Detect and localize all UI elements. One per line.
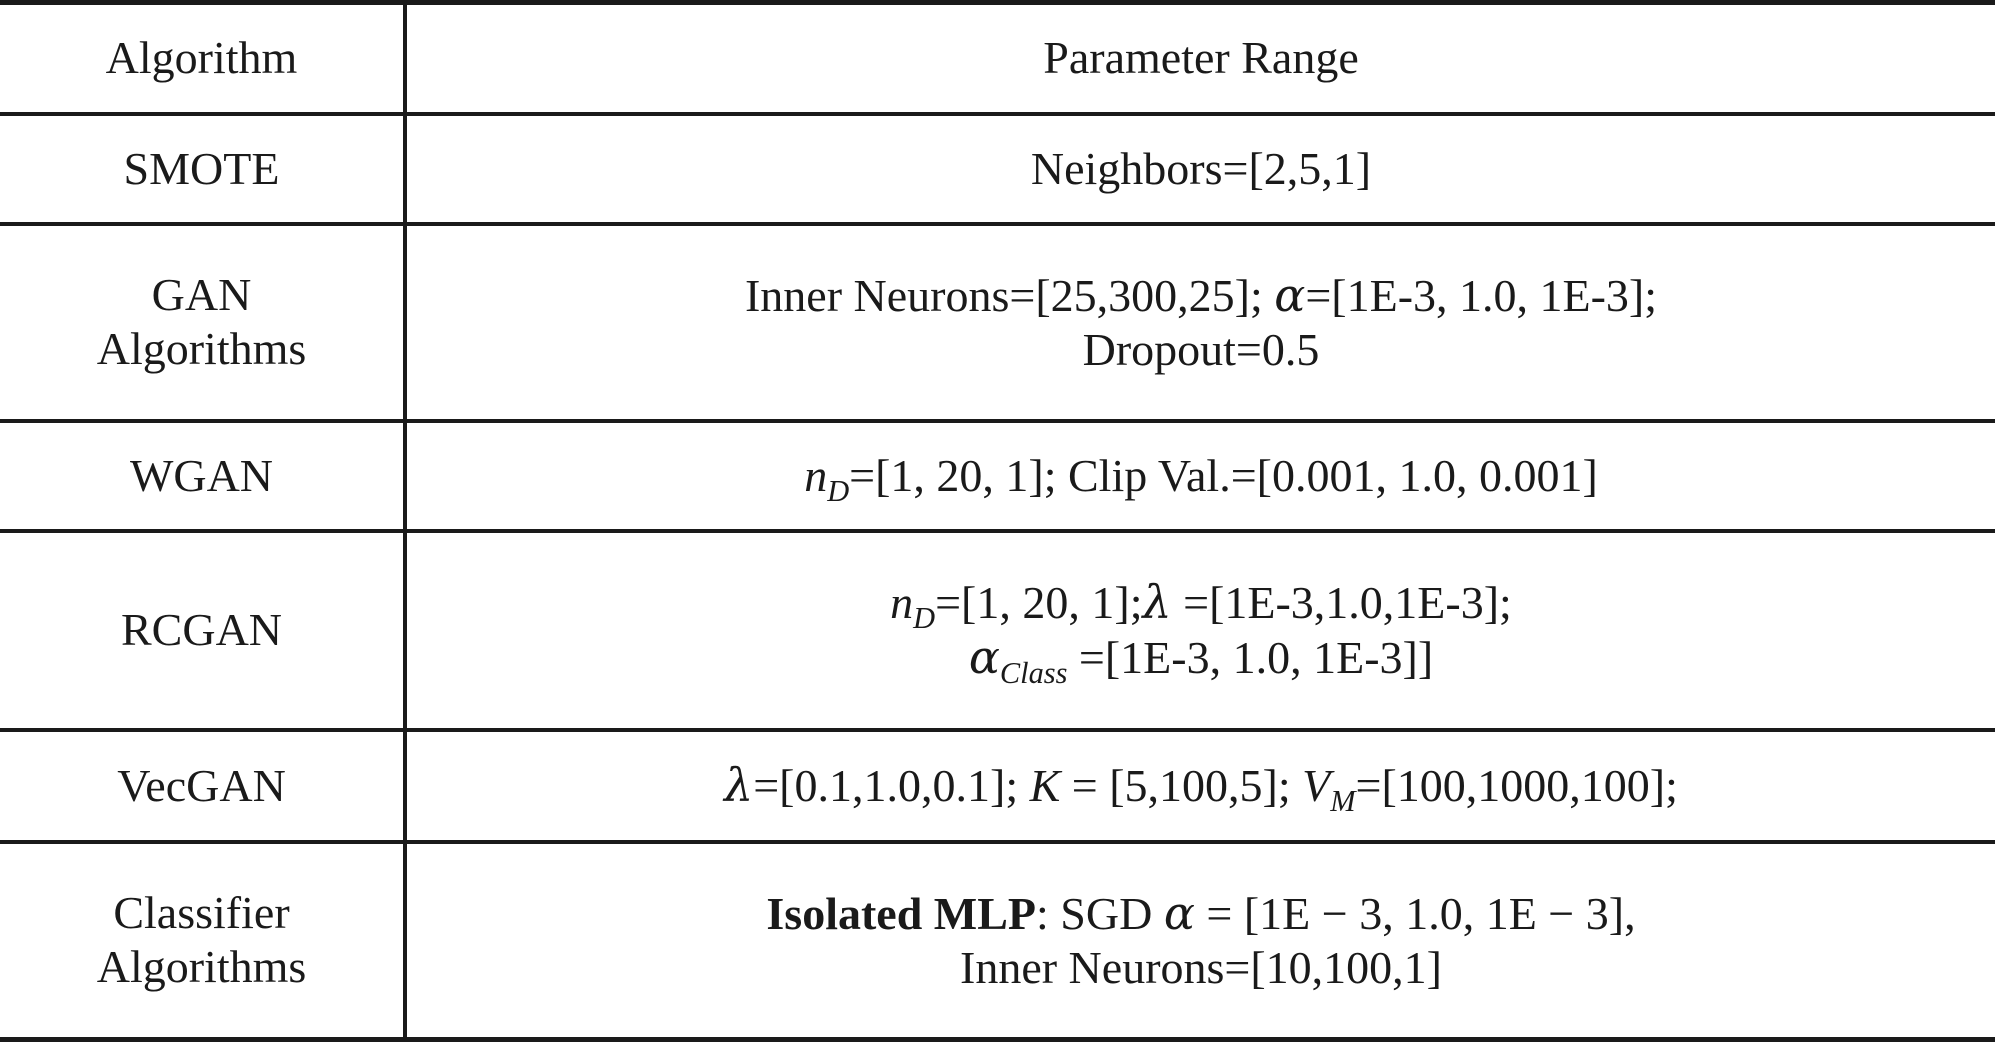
parameter-cell-vecgan: λ=[0.1,1.0,0.1]; K = [5,100,5]; VM=[100,… [405,727,1995,844]
lambda-symbol: λ [1142,575,1172,630]
parameter-cell-wgan: nD=[1, 20, 1]; Clip Val.=[0.001, 1.0, 0.… [405,418,1995,534]
table-row: Classifier Algorithms Isolated MLP: SGD … [0,839,1995,1042]
alpha-value: =[1E-3, 1.0, 1E-3]; [1305,269,1658,321]
algorithm-cell-classifier-algorithms: Classifier Algorithms [0,839,407,1042]
algorithm-name-line2: Algorithms [96,323,307,375]
alpha-value: = [1E − 3, 1.0, 1E − 3], [1194,887,1636,939]
alpha-symbol: α [1274,267,1306,322]
k-value: = [5,100,5]; [1060,760,1303,812]
n-value: =[1, 20, 1]; Clip Val.=[0.001, 1.0, 0.00… [849,449,1598,501]
alpha-value: =[1E-3, 1.0, 1E-3]] [1067,632,1434,684]
algorithm-name-line1: GAN [151,269,252,321]
parameter-line-1: Inner Neurons=[25,300,25]; α=[1E-3, 1.0,… [417,268,1985,323]
parameter-line: Neighbors=[2,5,1] [1030,142,1372,194]
parameter-cell-smote: Neighbors=[2,5,1] [405,111,1995,226]
algorithm-name: VecGAN [117,759,286,811]
parameter-line-2: Inner Neurons=[10,100,1] [960,941,1442,993]
n-subscript: D [827,474,850,509]
parameter-line-1: nD=[1, 20, 1];λ =[1E-3,1.0,1E-3]; [417,575,1985,633]
algorithm-cell-vecgan: VecGAN [0,727,407,844]
n-symbol: n [804,449,828,501]
inner-neurons-label: Inner Neurons=[25,300,25]; [744,269,1275,321]
algorithm-cell-rcgan: RCGAN [0,529,407,732]
table-header-row: Algorithm Parameter Range [0,0,1995,116]
parameter-line-1: nD=[1, 20, 1]; Clip Val.=[0.001, 1.0, 0.… [417,449,1985,506]
parameter-cell-gan-algorithms: Inner Neurons=[25,300,25]; α=[1E-3, 1.0,… [405,221,1995,423]
algorithm-name: WGAN [129,449,274,501]
n-symbol: n [890,577,914,629]
table-row: RCGAN nD=[1, 20, 1];λ =[1E-3,1.0,1E-3]; … [0,529,1995,732]
algorithm-cell-gan-algorithms: GAN Algorithms [0,221,407,423]
v-symbol: V [1302,760,1331,812]
n-subscript: D [913,601,936,636]
alpha-symbol: α [968,630,1000,685]
parameter-cell-rcgan: nD=[1, 20, 1];λ =[1E-3,1.0,1E-3]; αClass… [405,529,1995,732]
parameter-line-1: Isolated MLP: SGD α = [1E − 3, 1.0, 1E −… [417,886,1985,941]
table-row: VecGAN λ=[0.1,1.0,0.1]; K = [5,100,5]; V… [0,727,1995,844]
header-cell-algorithm: Algorithm [0,0,407,116]
header-label-parameter-range: Parameter Range [1043,32,1359,84]
alpha-symbol: α [1163,885,1195,940]
lambda-value: =[1E-3,1.0,1E-3]; [1171,577,1512,629]
lambda-value: =[0.1,1.0,0.1]; [753,760,1030,812]
table-row: SMOTE Neighbors=[2,5,1] [0,111,1995,226]
n-value: =[1, 20, 1]; [935,577,1143,629]
parameter-cell-classifier-algorithms: Isolated MLP: SGD α = [1E − 3, 1.0, 1E −… [405,839,1995,1042]
sgd-label: : SGD [1036,887,1164,939]
alpha-subscript: Class [999,656,1068,691]
table-row: GAN Algorithms Inner Neurons=[25,300,25]… [0,221,1995,423]
table-row: WGAN nD=[1, 20, 1]; Clip Val.=[0.001, 1.… [0,418,1995,534]
parameter-line-1: λ=[0.1,1.0,0.1]; K = [5,100,5]; VM=[100,… [417,758,1985,816]
isolated-mlp-label: Isolated MLP [766,887,1037,939]
header-cell-parameter-range: Parameter Range [405,0,1995,116]
parameter-line-2: Dropout=0.5 [1082,323,1320,375]
lambda-symbol: λ [724,758,754,813]
algorithm-name: RCGAN [120,604,283,656]
algorithm-name-line2: Algorithms [96,941,307,993]
parameter-line-2: αClass =[1E-3, 1.0, 1E-3]] [417,630,1985,688]
algorithm-name: SMOTE [123,142,280,194]
k-symbol: K [1029,760,1061,812]
algorithm-name-line1: Classifier [113,887,290,939]
algorithm-cell-wgan: WGAN [0,418,407,534]
header-label-algorithm: Algorithm [105,32,298,84]
v-subscript: M [1330,784,1356,819]
algorithm-cell-smote: SMOTE [0,111,407,226]
v-value: =[100,1000,100]; [1355,760,1678,812]
